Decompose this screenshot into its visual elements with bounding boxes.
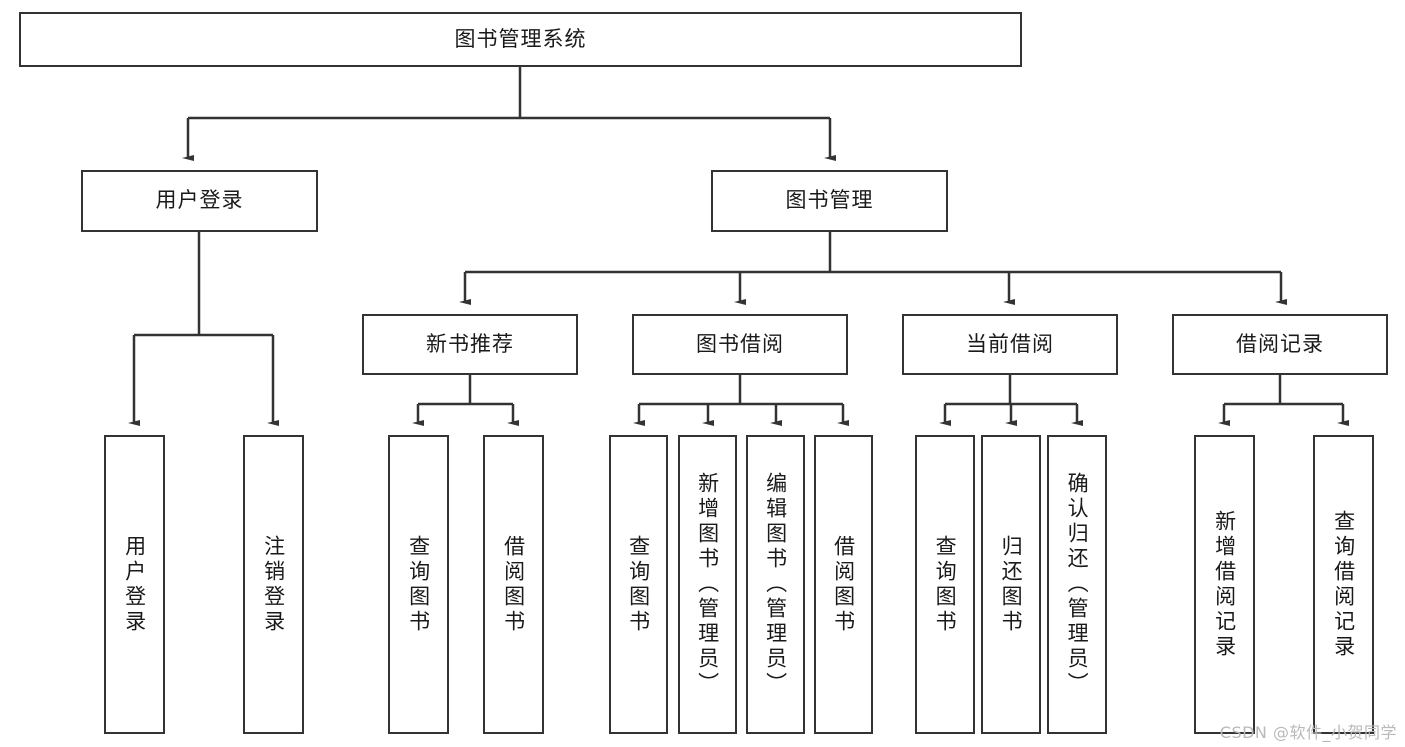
- node-leaf-query-book-2[interactable]: 查询图书: [609, 435, 668, 734]
- node-leaf-add-record[interactable]: 新增借阅记录: [1194, 435, 1255, 734]
- node-leaf-add-book-label: 新增图书（管理员）: [695, 472, 720, 697]
- node-book-borrow-label: 图书借阅: [696, 331, 784, 356]
- node-book-management-label: 图书管理: [785, 188, 874, 213]
- node-leaf-edit-book-label: 编辑图书（管理员）: [763, 472, 788, 697]
- node-leaf-query-book-3[interactable]: 查询图书: [915, 435, 975, 734]
- node-leaf-add-book[interactable]: 新增图书（管理员）: [678, 435, 737, 734]
- node-leaf-user-login[interactable]: 用户登录: [104, 435, 165, 734]
- node-leaf-query-record-label: 查询借阅记录: [1331, 509, 1356, 660]
- node-leaf-borrow-book-1[interactable]: 借阅图书: [483, 435, 544, 734]
- node-leaf-borrow-book-2[interactable]: 借阅图书: [814, 435, 873, 734]
- node-borrow-records-label: 借阅记录: [1236, 331, 1324, 356]
- node-leaf-query-book-1[interactable]: 查询图书: [388, 435, 449, 734]
- node-leaf-return-book-label: 归还图书: [999, 534, 1024, 635]
- node-current-borrow-label: 当前借阅: [966, 331, 1054, 356]
- node-current-borrow[interactable]: 当前借阅: [902, 314, 1118, 375]
- node-leaf-return-book[interactable]: 归还图书: [981, 435, 1041, 734]
- node-root[interactable]: 图书管理系统: [19, 12, 1022, 67]
- node-leaf-user-login-label: 用户登录: [122, 534, 147, 635]
- node-borrow-records[interactable]: 借阅记录: [1172, 314, 1388, 375]
- node-leaf-borrow-book-2-label: 借阅图书: [831, 534, 856, 635]
- node-leaf-query-record[interactable]: 查询借阅记录: [1313, 435, 1374, 734]
- watermark: CSDN @软件_小贺同学: [1219, 723, 1397, 742]
- node-book-borrow[interactable]: 图书借阅: [632, 314, 848, 375]
- node-new-book-recommend-label: 新书推荐: [426, 331, 514, 356]
- node-user-login-label: 用户登录: [155, 188, 244, 213]
- node-leaf-edit-book[interactable]: 编辑图书（管理员）: [746, 435, 805, 734]
- node-leaf-query-book-3-label: 查询图书: [933, 534, 958, 635]
- node-leaf-logout-label: 注销登录: [261, 534, 286, 635]
- node-user-login[interactable]: 用户登录: [81, 170, 318, 232]
- node-leaf-add-record-label: 新增借阅记录: [1212, 509, 1237, 660]
- node-leaf-confirm-return[interactable]: 确认归还（管理员）: [1047, 435, 1107, 734]
- node-new-book-recommend[interactable]: 新书推荐: [362, 314, 578, 375]
- node-leaf-query-book-2-label: 查询图书: [626, 534, 651, 635]
- node-root-label: 图书管理系统: [454, 26, 587, 51]
- node-leaf-logout[interactable]: 注销登录: [243, 435, 304, 734]
- node-leaf-query-book-1-label: 查询图书: [406, 534, 431, 635]
- node-leaf-borrow-book-1-label: 借阅图书: [501, 534, 526, 635]
- node-book-management[interactable]: 图书管理: [711, 170, 948, 232]
- node-leaf-confirm-return-label: 确认归还（管理员）: [1065, 472, 1090, 697]
